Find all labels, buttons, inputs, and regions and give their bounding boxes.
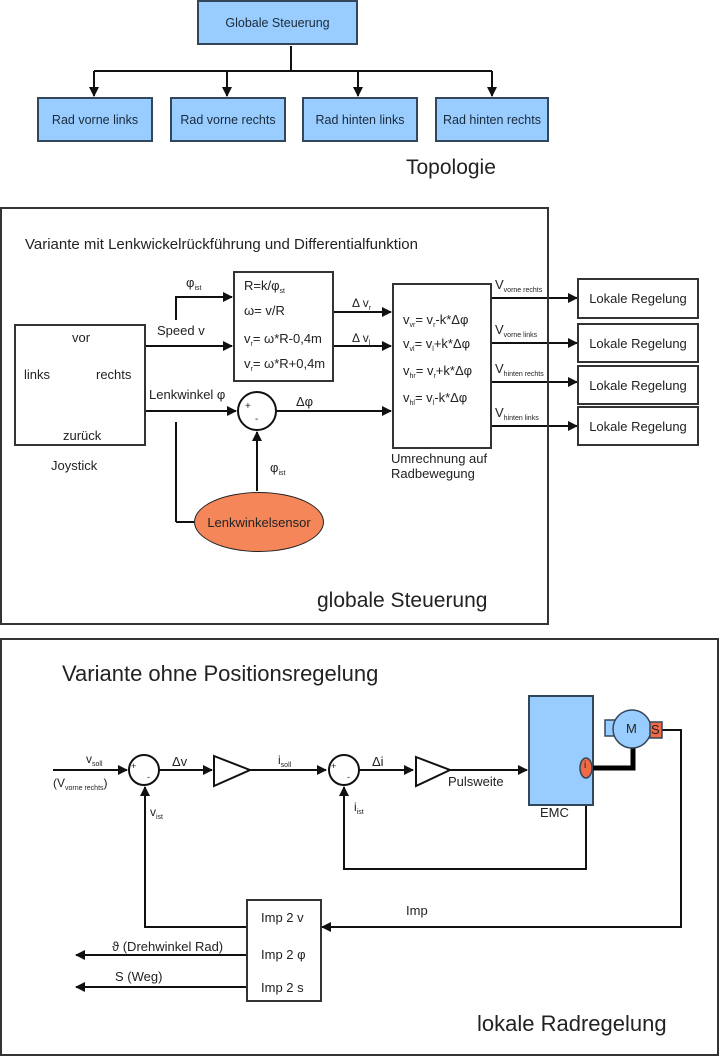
imp-block-line-2: Imp 2 φ xyxy=(261,947,306,962)
phi-ist-to-calc-arrow xyxy=(175,292,233,320)
phi-ist-sensor-label: φist xyxy=(270,460,286,477)
current-sensor-label: i xyxy=(584,760,587,771)
calc-line-2: ω= v/R xyxy=(244,303,285,318)
joystick-left-label: links xyxy=(24,367,51,382)
wheel-line-1: vvr= vr-k*Δφ xyxy=(403,312,469,329)
motor-label: M xyxy=(626,721,637,736)
local-control-box-3: Lokale Regelung xyxy=(577,365,699,405)
global-control-frame xyxy=(0,207,549,625)
wheel-conversion-block xyxy=(392,283,492,449)
encoder-icon xyxy=(649,721,663,739)
topology-child-label: Rad vorne links xyxy=(51,112,139,127)
junction-minus: - xyxy=(255,414,259,425)
vsoll-label: vsoll xyxy=(86,752,103,768)
output-label-3: Vhinten rechts xyxy=(495,361,544,378)
global-summing-junction xyxy=(237,391,277,431)
calc-line-3: vr= ω*R-0,4m xyxy=(244,331,322,348)
delta-phi-label: Δφ xyxy=(296,394,314,409)
imp-arrow xyxy=(321,729,682,932)
joystick-down-label: zurück xyxy=(63,428,102,443)
vsoll-alt-label: (Vvorne rechts) xyxy=(53,776,108,792)
local-control-box-4: Lokale Regelung xyxy=(577,406,699,446)
delta-vl-label: Δ vl xyxy=(352,331,371,347)
joystick-right-label: rechts xyxy=(96,367,132,382)
output-label-1: Vvorne rechts xyxy=(495,277,543,294)
vist-label: vist xyxy=(150,805,163,821)
local-control-label: Lokale Regelung xyxy=(589,291,687,306)
output-label-4: Vhinten links xyxy=(495,405,539,422)
imp-block-line-1: Imp 2 v xyxy=(261,910,304,925)
current-feedback-arrow xyxy=(339,780,587,870)
topology-child-label: Rad hinten links xyxy=(315,112,405,127)
sensor-label: Lenkwinkelsensor xyxy=(207,514,311,530)
current-controller-gain xyxy=(415,755,453,788)
pulse-label: Pulsweite xyxy=(448,774,504,789)
topology-child-box-3: Rad hinten links xyxy=(302,97,418,142)
steering-angle-sensor: Lenkwinkelsensor xyxy=(194,492,324,552)
speed-feedback-arrow xyxy=(140,786,246,928)
current-sensor-icon xyxy=(579,757,593,779)
motor-power-line xyxy=(593,748,636,771)
calc-line-1: R=k/φst xyxy=(244,278,285,295)
current-junction-minus: - xyxy=(347,772,350,782)
local-control-box-2: Lokale Regelung xyxy=(577,323,699,363)
isoll-label: isoll xyxy=(278,753,292,769)
wheel-block-label-2: Radbewegung xyxy=(391,466,475,481)
speed-controller-gain xyxy=(213,754,253,788)
topology-root-box: Globale Steuerung xyxy=(197,0,358,45)
local-control-label: Lokale Regelung xyxy=(589,418,687,434)
wheel-line-4: vhl= vl-k*Δφ xyxy=(403,390,468,407)
encoder-label: S xyxy=(651,722,660,737)
joystick-up-label: vor xyxy=(72,330,91,345)
imp-label: Imp xyxy=(406,903,428,918)
speed-label: Speed v xyxy=(157,323,205,338)
topology-caption: Topologie xyxy=(406,156,496,179)
emc-label: EMC xyxy=(540,805,569,820)
global-control-title: Variante mit Lenkwickelrückführung und D… xyxy=(25,236,418,253)
imp-block-line-3: Imp 2 s xyxy=(261,980,304,995)
calc-line-4: vr= ω*R+0,4m xyxy=(244,356,326,373)
local-control-label: Lokale Regelung xyxy=(589,377,687,393)
local-control-label: Lokale Regelung xyxy=(589,335,687,351)
radius-calc-block xyxy=(233,271,334,382)
delta-v-label: Δv xyxy=(172,754,188,769)
topology-child-box-1: Rad vorne links xyxy=(37,97,153,142)
emc-block xyxy=(528,695,594,806)
imp-conversion-block xyxy=(246,899,322,1002)
topology-root-label: Globale Steuerung xyxy=(225,15,330,30)
current-junction-plus: + xyxy=(331,761,337,771)
speed-junction-minus: - xyxy=(147,772,150,782)
topology-child-label: Rad hinten rechts xyxy=(443,112,541,127)
local-control-caption: lokale Radregelung xyxy=(477,1011,667,1036)
distance-output-label: S (Weg) xyxy=(115,969,163,984)
speed-junction-plus: + xyxy=(131,761,137,771)
wheel-block-label-1: Umrechnung auf xyxy=(391,451,488,466)
local-control-title: Variante ohne Positionsregelung xyxy=(62,661,379,686)
iist-label: iist xyxy=(354,800,364,816)
wheel-line-3: vhr= vr+k*Δφ xyxy=(403,363,473,380)
local-control-box-1: Lokale Regelung xyxy=(577,278,699,319)
wheel-line-2: vvl= vl+k*Δφ xyxy=(403,336,471,353)
delta-vr-label: Δ vr xyxy=(352,296,372,312)
topology-child-label: Rad vorne rechts xyxy=(180,112,276,127)
topology-child-box-4: Rad hinten rechts xyxy=(435,97,549,142)
delta-i-label: Δi xyxy=(372,754,384,769)
joystick-label: Joystick xyxy=(51,458,98,473)
steering-label: Lenkwinkel φ xyxy=(149,387,226,402)
joystick-box xyxy=(14,324,146,446)
topology-child-box-2: Rad vorne rechts xyxy=(170,97,286,142)
local-control-frame xyxy=(0,638,719,1056)
output-label-2: Vvorne links xyxy=(495,322,538,339)
phi-ist-top-label: φist xyxy=(186,275,202,292)
global-control-caption: globale Steuerung xyxy=(317,589,488,612)
angle-output-label: ϑ (Drehwinkel Rad) xyxy=(112,939,224,954)
junction-plus: + xyxy=(245,401,251,412)
